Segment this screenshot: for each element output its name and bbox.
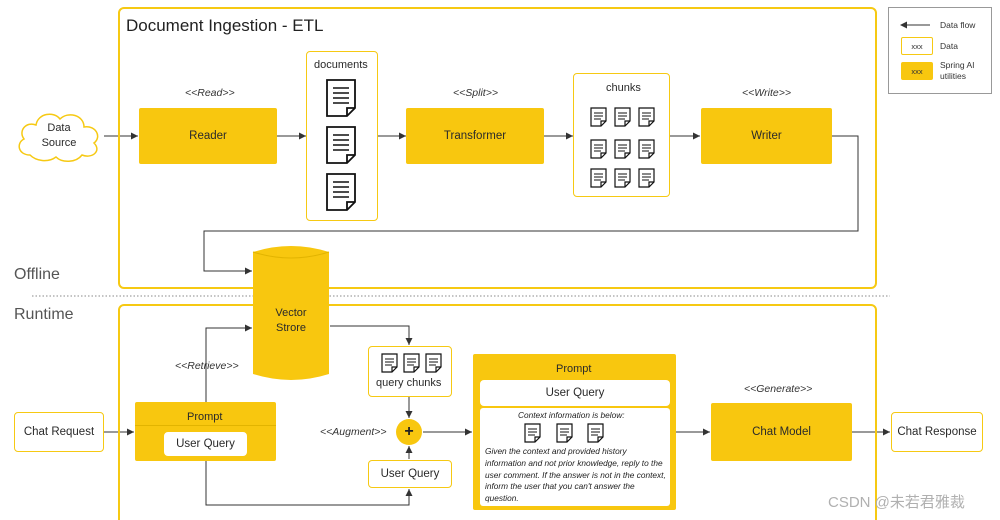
transformer-box: Transformer (406, 108, 544, 164)
legend-utility-label: Spring AI utilities (940, 60, 975, 81)
chat-response-box: Chat Response (891, 412, 983, 452)
legend-arrow-icon (900, 21, 930, 29)
retrieve-stereotype: <<Retrieve>> (175, 360, 239, 372)
etl-section (118, 7, 877, 289)
chunk-icon (381, 353, 398, 373)
data-source-label: Data Source (41, 122, 77, 149)
document-icon (326, 173, 356, 211)
chunks-label: chunks (606, 82, 641, 94)
offline-label: Offline (14, 266, 60, 283)
augmented-prompt-header: Prompt (556, 363, 592, 375)
chunk-icon (590, 168, 607, 188)
prompt-user-query: User Query (164, 432, 247, 456)
context-panel (480, 408, 670, 506)
chunk-icon (425, 353, 442, 373)
chunk-icon (638, 107, 655, 127)
vector-store-label: Vector Strore (275, 307, 307, 334)
arrow-writer-vectorstore (203, 135, 859, 275)
runtime-section (118, 304, 877, 520)
chunk-icon (590, 107, 607, 127)
augment-stereotype: <<Augment>> (320, 426, 387, 438)
legend-data-flow-label: Data flow (940, 20, 976, 30)
context-instructions: Given the context and provided history i… (485, 446, 666, 504)
context-document-icon (587, 423, 604, 443)
legend-utility-swatch-text: xxx (911, 66, 923, 76)
chunk-icon (614, 107, 631, 127)
arrow-retrieve (205, 324, 252, 402)
arrow-prompt-userquery-bypass (205, 461, 413, 506)
database-icon (252, 246, 330, 380)
arrow-vectorstore-querychunks (330, 325, 413, 345)
read-stereotype: <<Read>> (185, 87, 235, 99)
write-stereotype: <<Write>> (742, 87, 792, 99)
writer-box: Writer (701, 108, 832, 164)
runtime-label: Runtime (14, 306, 74, 323)
prompt-divider (135, 425, 276, 426)
chunk-icon (590, 139, 607, 159)
split-stereotype: <<Split>> (453, 87, 498, 99)
cloud-icon (18, 113, 99, 162)
context-document-icon (524, 423, 541, 443)
legend-data-swatch: xxx (901, 37, 933, 55)
augmented-prompt-user-query: User Query (480, 380, 670, 406)
augment-user-query: User Query (368, 460, 452, 488)
chunk-icon (638, 168, 655, 188)
documents-label: documents (314, 59, 368, 71)
legend-utility-swatch: xxx (901, 62, 933, 80)
watermark: CSDN @未若君雅裁 (828, 494, 965, 511)
chat-request-box: Chat Request (14, 412, 104, 452)
generate-stereotype: <<Generate>> (744, 383, 813, 395)
document-icon (326, 79, 356, 117)
query-chunks-label: query chunks (376, 377, 442, 389)
legend-data-swatch-text: xxx (911, 41, 923, 51)
plus-icon: + (396, 419, 422, 445)
chunk-icon (614, 139, 631, 159)
prompt-header: Prompt (187, 411, 223, 423)
chunk-icon (403, 353, 420, 373)
chunk-icon (614, 168, 631, 188)
chunk-icon (638, 139, 655, 159)
chat-model-box: Chat Model (711, 403, 852, 461)
context-document-icon (556, 423, 573, 443)
context-title: Context information is below: (518, 410, 625, 420)
reader-box: Reader (139, 108, 277, 164)
legend-data-label: Data (940, 41, 958, 51)
document-icon (326, 126, 356, 164)
etl-section-title: Document Ingestion - ETL (126, 16, 324, 35)
